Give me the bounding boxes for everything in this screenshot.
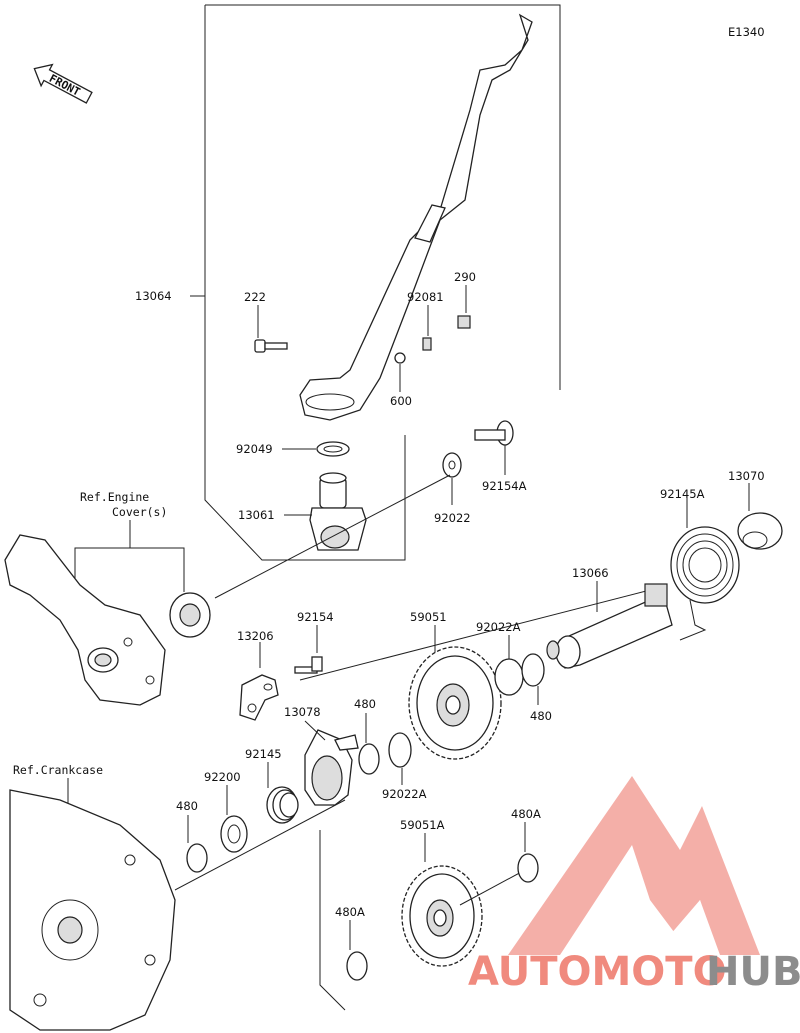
ref-crankcase: Ref.Crankcase xyxy=(13,763,103,777)
bolt-92154A xyxy=(474,420,514,446)
assembly-frame xyxy=(205,4,561,390)
label-92154: 92154 xyxy=(297,610,334,624)
circlip-480A-right xyxy=(517,853,539,883)
label-600: 600 xyxy=(390,394,412,408)
label-92049: 92049 xyxy=(236,442,273,456)
label-480-a: 480 xyxy=(530,709,552,723)
label-92081: 92081 xyxy=(407,290,444,304)
washer-92022A-top xyxy=(494,658,524,696)
circlip-480-c xyxy=(186,843,208,873)
guide-13070 xyxy=(737,512,783,550)
label-480-c: 480 xyxy=(176,799,198,813)
label-92022: 92022 xyxy=(434,511,471,525)
watermark-logo xyxy=(508,776,760,955)
bolt-92154 xyxy=(294,656,323,674)
label-13066: 13066 xyxy=(572,566,609,580)
ref-engine-cover-line1: Ref.Engine xyxy=(80,490,149,504)
label-13064: 13064 xyxy=(135,289,172,303)
spring-92145 xyxy=(266,786,299,824)
label-480A-right: 480A xyxy=(511,807,541,821)
front-arrow-icon: FRONT xyxy=(33,63,93,104)
label-92145: 92145 xyxy=(245,747,282,761)
ball-600 xyxy=(394,352,406,364)
kick-shaft-13066 xyxy=(546,583,673,669)
watermark-text-2: HUB xyxy=(706,949,800,995)
label-92200: 92200 xyxy=(204,770,241,784)
label-13078: 13078 xyxy=(284,705,321,719)
label-222: 222 xyxy=(244,290,266,304)
label-59051A: 59051A xyxy=(400,818,445,832)
screw-290 xyxy=(457,315,471,329)
diagram-code: E1340 xyxy=(728,25,765,39)
label-92154A: 92154A xyxy=(482,479,527,493)
label-13206: 13206 xyxy=(237,629,274,643)
gear-59051A xyxy=(401,865,483,967)
plate-13206 xyxy=(239,674,279,721)
spring-92081 xyxy=(422,337,432,351)
label-290: 290 xyxy=(454,270,476,284)
label-59051: 59051 xyxy=(410,610,447,624)
label-480-b: 480 xyxy=(354,697,376,711)
crankcase xyxy=(9,789,176,1031)
label-92145A: 92145A xyxy=(660,487,705,501)
label-480A-bottom: 480A xyxy=(335,905,365,919)
circlip-480-b xyxy=(358,743,380,775)
circlip-480-a xyxy=(521,653,545,687)
engine-cover xyxy=(4,534,166,706)
washer-92049 xyxy=(316,441,350,457)
label-13070: 13070 xyxy=(728,469,765,483)
washer-92200 xyxy=(220,815,248,853)
circlip-480A-bottom xyxy=(346,951,368,981)
bolt-222 xyxy=(254,339,288,353)
washer-92022 xyxy=(442,452,462,478)
watermark-text-1: AUTOMOTO xyxy=(468,949,727,995)
ratchet-13078 xyxy=(304,729,359,806)
torsion-spring-92145A xyxy=(670,526,740,641)
washer-92022A-bottom xyxy=(388,732,412,768)
gear-59051 xyxy=(408,646,502,760)
label-92022A-bottom: 92022A xyxy=(382,787,427,801)
ref-engine-cover-line2: Cover(s) xyxy=(112,505,167,519)
front-label: FRONT xyxy=(47,72,83,99)
label-13061: 13061 xyxy=(238,508,275,522)
kick-lever xyxy=(299,13,533,421)
label-92022A-top: 92022A xyxy=(476,620,521,634)
boss-13061 xyxy=(309,472,367,551)
oil-seal xyxy=(169,592,211,638)
